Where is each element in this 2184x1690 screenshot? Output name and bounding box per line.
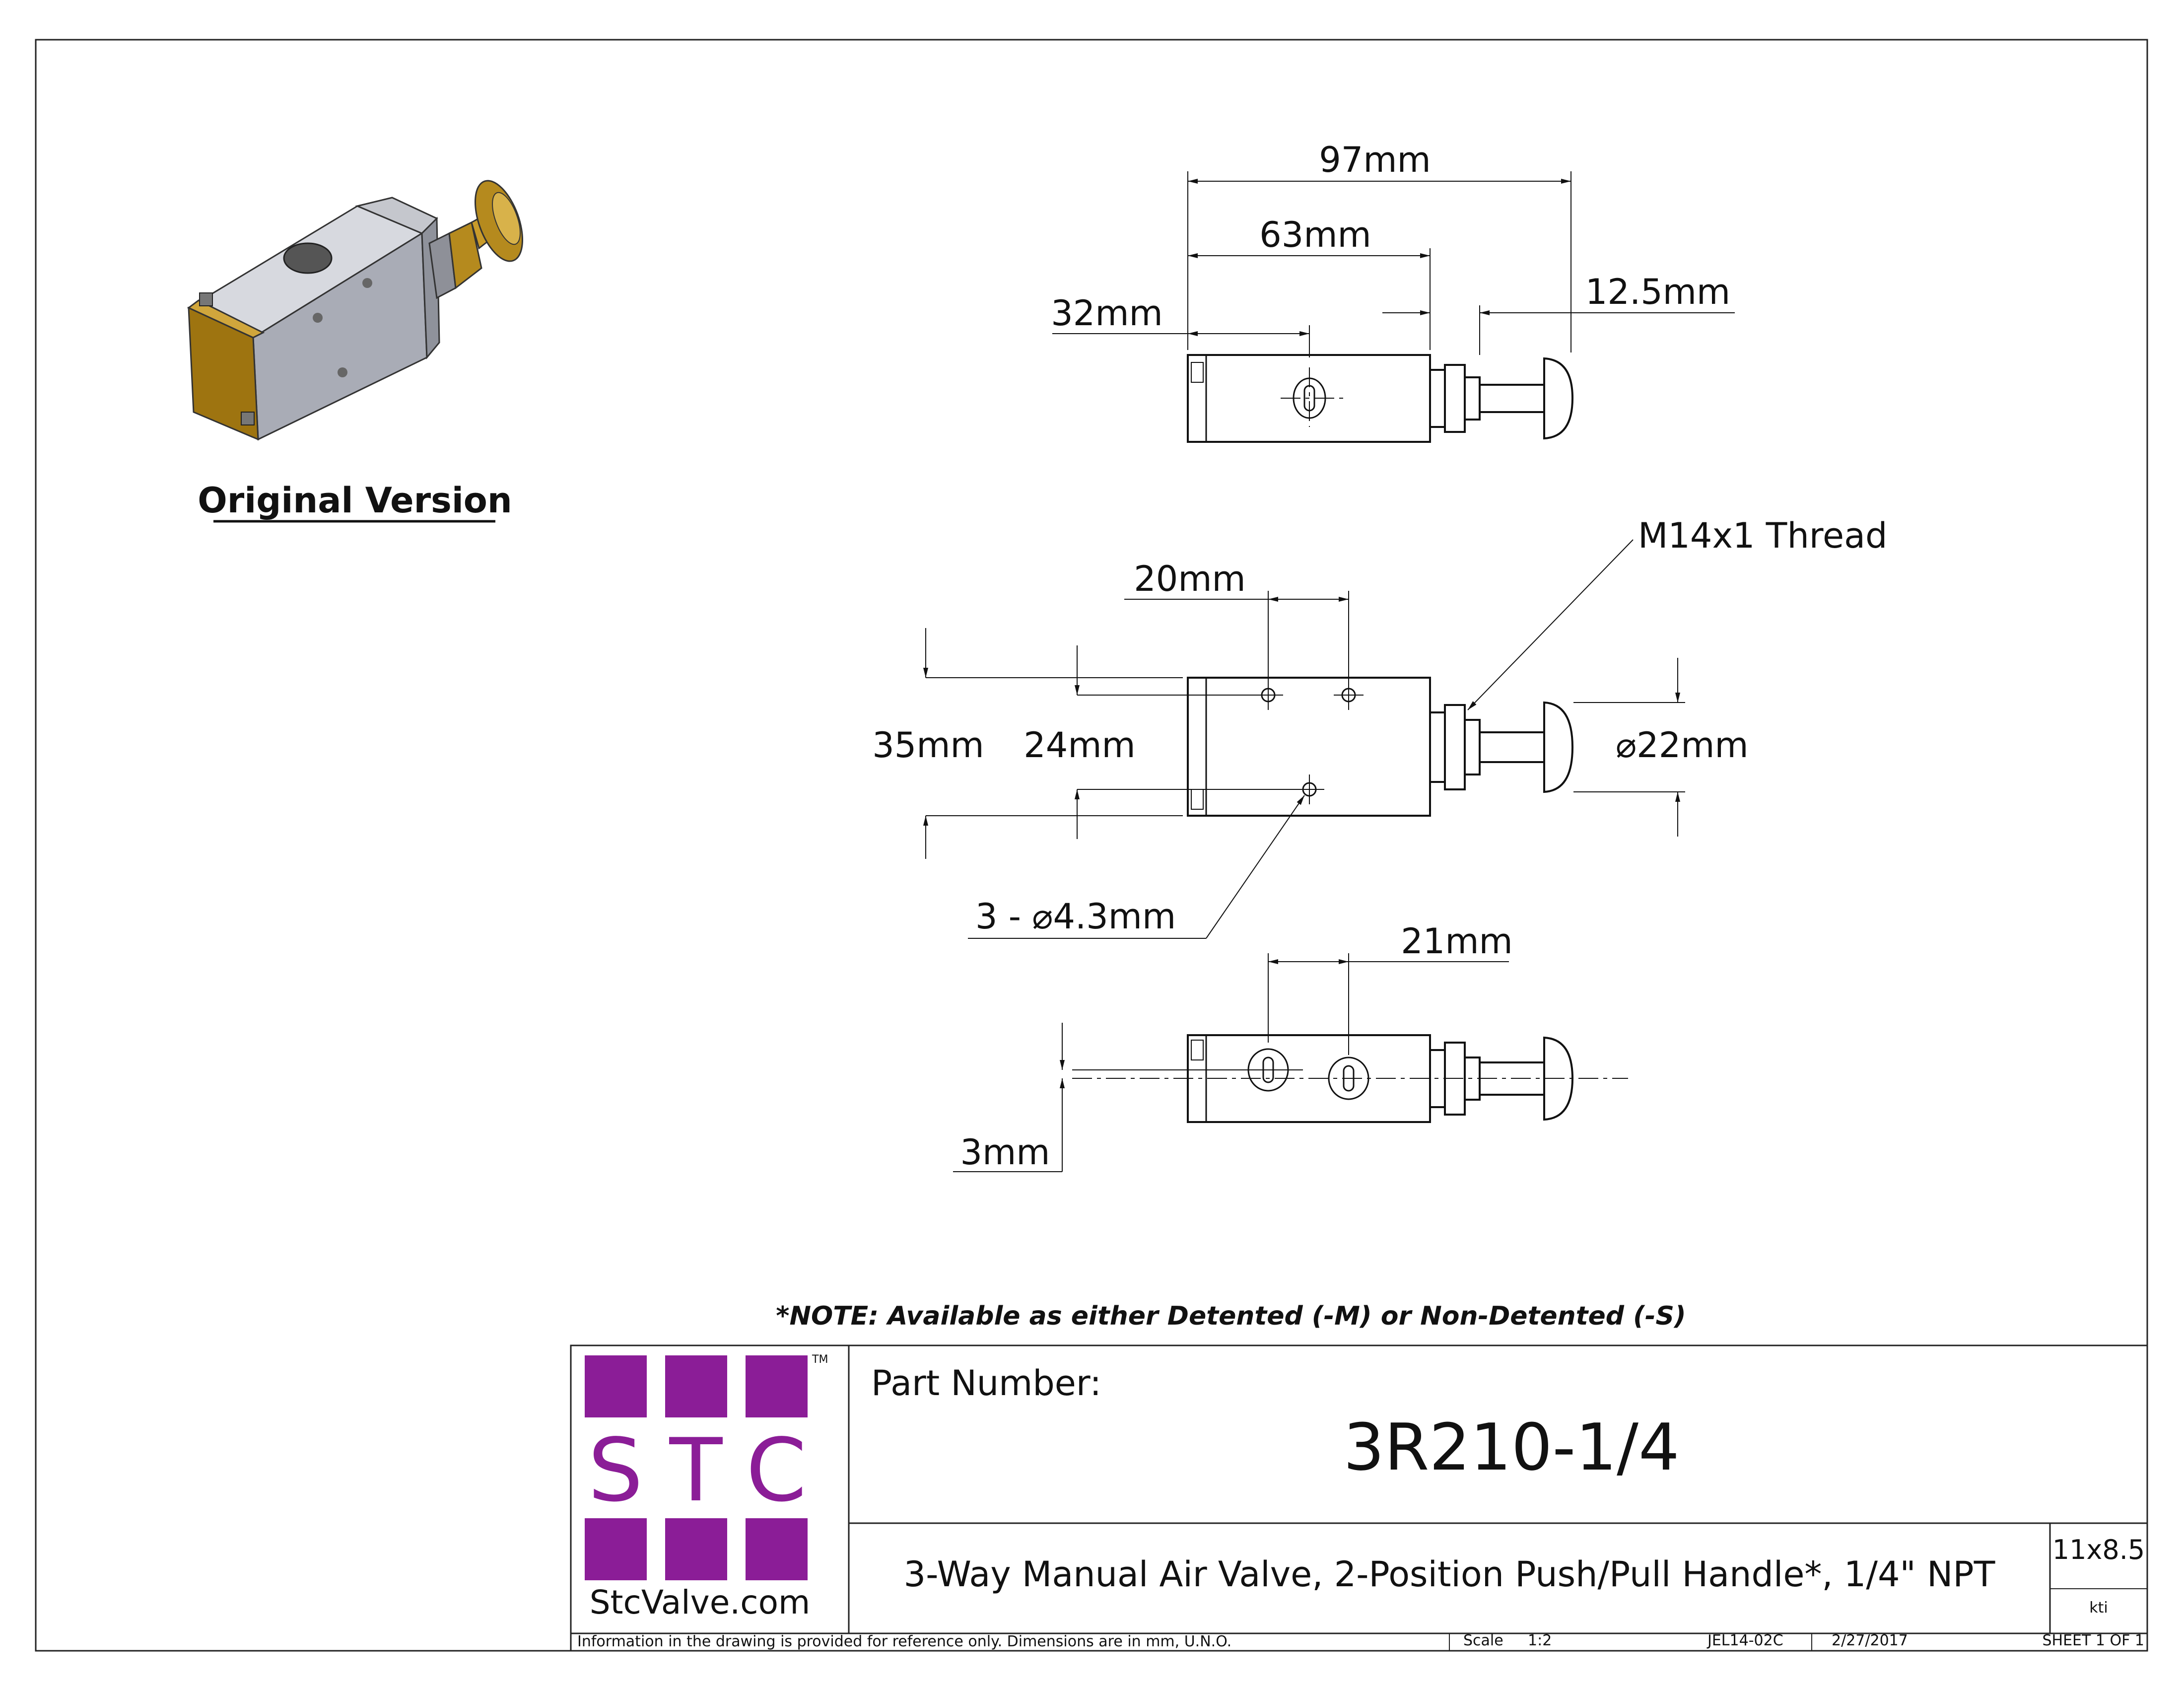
dim-hole-vertical: 24mm: [1024, 725, 1135, 766]
availability-note: *NOTE: Available as either Detented (-M)…: [776, 1301, 1686, 1331]
disclaimer: Information in the drawing is provided f…: [577, 1633, 1231, 1650]
logo-letter-s: S: [588, 1420, 643, 1521]
dim-hole-spacing: 20mm: [1134, 559, 1245, 599]
logo-website: StcValve.com: [590, 1583, 810, 1621]
part-number: 3R210-1/4: [1343, 1409, 1679, 1485]
top-view: [1052, 171, 1735, 443]
scale-label: Scale: [1463, 1632, 1503, 1649]
sheet-size: 11x8.5: [2052, 1534, 2145, 1565]
logo-trademark: TM: [812, 1353, 828, 1366]
drawing-date: 2/27/2017: [1832, 1632, 1908, 1649]
drawn-by: kti: [2089, 1599, 2108, 1617]
part-number-label: Part Number:: [871, 1363, 1101, 1404]
scale-value: 1:2: [1528, 1632, 1552, 1649]
thread-callout: M14x1 Thread: [1638, 515, 1887, 556]
dim-body-height: 35mm: [872, 725, 984, 766]
stc-logo: S T C TM StcValve.com: [585, 1353, 828, 1621]
drawing-number: JEL14-02C: [1706, 1632, 1783, 1649]
dim-mount-holes-prefix: 3 -: [975, 896, 1032, 937]
front-view: [923, 539, 1685, 939]
dim-port-offset: 32mm: [1051, 293, 1162, 334]
dim-overall-length: 97mm: [1319, 140, 1431, 180]
bottom-view: [953, 953, 1628, 1172]
logo-letter-c: C: [746, 1420, 807, 1521]
iso-caption: Original Version: [198, 480, 512, 521]
dim-port-spacing: 21mm: [1401, 921, 1512, 962]
dim-knob-diameter-value: 22mm: [1637, 725, 1748, 766]
dim-mount-holes: 3 - ⌀4.3mm: [975, 896, 1176, 937]
dim-mount-holes-value: 4.3mm: [1053, 896, 1176, 937]
iso-valve-image: [187, 180, 524, 441]
part-description: 3-Way Manual Air Valve, 2-Position Push/…: [904, 1554, 1995, 1595]
dim-knob-diameter: ⌀22mm: [1616, 725, 1749, 766]
dim-body-length: 63mm: [1259, 214, 1371, 255]
title-block: [570, 1344, 2148, 1652]
dim-offset: 3mm: [960, 1132, 1050, 1173]
diameter-symbol-icon: ⌀: [1032, 896, 1053, 937]
diameter-symbol-icon: ⌀: [1616, 725, 1637, 766]
dim-bushing: 12.5mm: [1585, 272, 1730, 312]
sheet-number: SHEET 1 OF 1: [2043, 1632, 2145, 1649]
logo-letter-t: T: [669, 1420, 723, 1521]
